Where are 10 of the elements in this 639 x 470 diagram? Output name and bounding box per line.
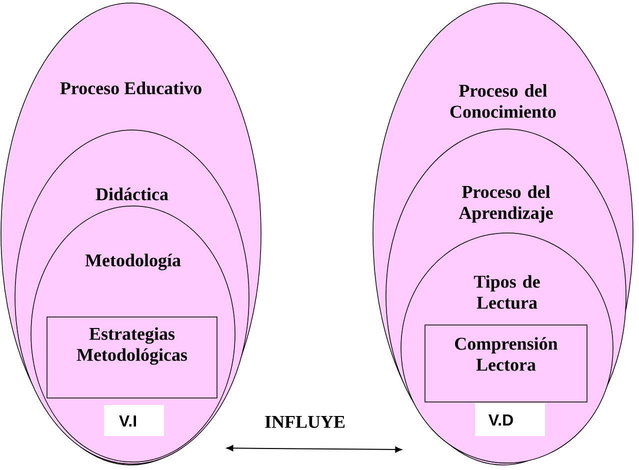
variable-tag: V.I	[104, 405, 164, 436]
variable-tag: V.D	[475, 403, 545, 436]
edge-label: INFLUYE	[265, 416, 345, 428]
text-box: Comprensión Lectora	[424, 324, 588, 402]
node-label: V.D	[488, 414, 513, 426]
text-box: Estrategias Metodológicas	[46, 316, 218, 398]
double-arrow	[226, 445, 402, 453]
node-label: Tipos de Lectura	[474, 275, 540, 309]
node-label: Proceso del Aprendizaje	[458, 185, 553, 223]
node-label: Didáctica	[96, 188, 168, 200]
